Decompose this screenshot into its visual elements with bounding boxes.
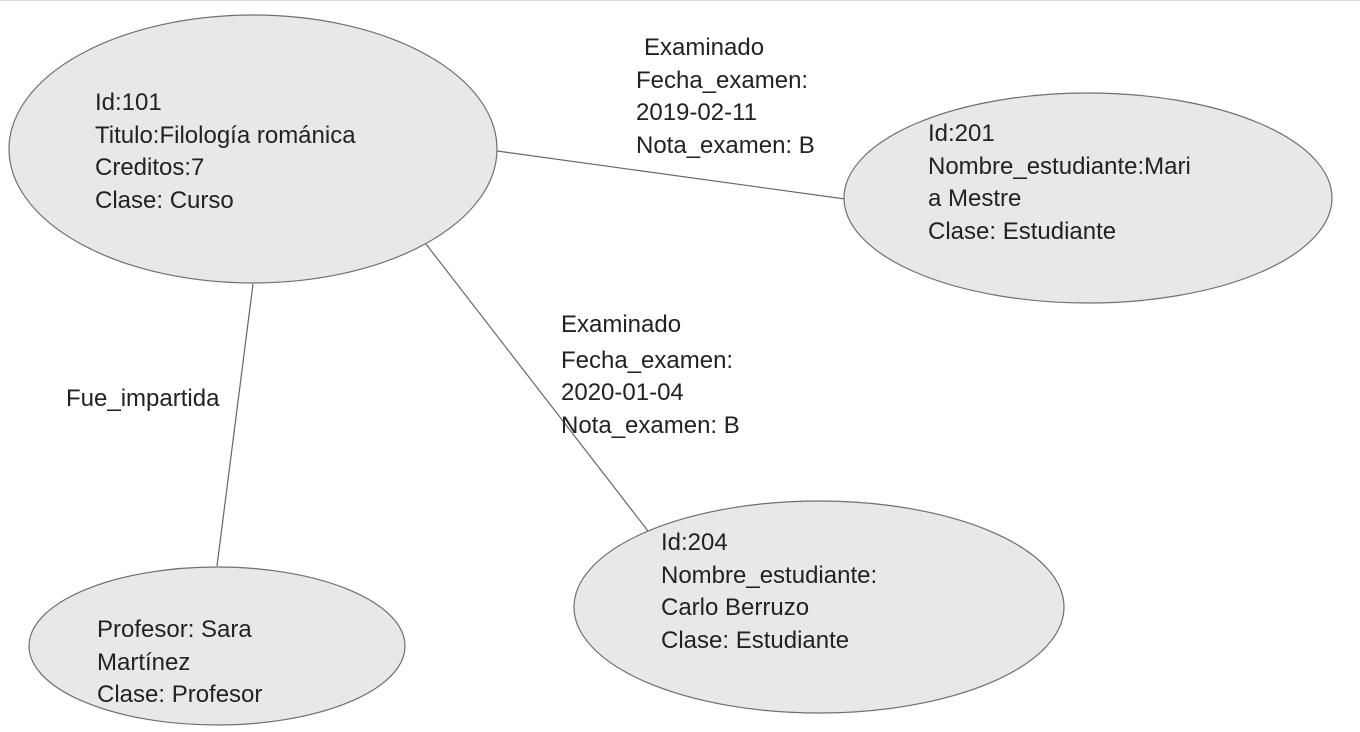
- node-carlo-name-value: Carlo Berruzo: [661, 594, 810, 621]
- node-carlo-class: Clase: Estudiante: [661, 626, 850, 654]
- node-course-title: Titulo:Filología románica: [95, 121, 356, 149]
- edge-maria-grade: Nota_examen: B: [636, 131, 815, 159]
- edge-line-course-maria: [496, 150, 846, 200]
- edge-maria-relation: Examinado: [644, 34, 765, 61]
- node-course-credits: Creditos:7: [95, 154, 205, 181]
- edge-line-course-sara: [216, 283, 254, 567]
- node-sara-name-line-1: Profesor: Sara: [97, 616, 252, 643]
- node-maria-class: Clase: Estudiante: [928, 217, 1117, 245]
- edge-course-maria-label: Examinado Fecha_examen: 2019-02-11 Nota_…: [636, 32, 815, 162]
- node-carlo-name-key: Nombre_estudiante:: [661, 561, 878, 589]
- node-sara-name-line-2: Martínez: [97, 648, 191, 676]
- node-course-id: Id:101: [95, 89, 162, 116]
- node-student-carlo-label: Id:204 Nombre_estudiante: Carlo Berruzo …: [661, 527, 877, 657]
- node-ellipse-student-carlo: [573, 500, 1065, 714]
- node-maria-name-line-1: Nombre_estudiante:Mari: [928, 152, 1191, 180]
- node-sara-class: Clase: Profesor: [97, 681, 263, 708]
- edge-sara-relation: Fue_impartida: [66, 385, 220, 412]
- edge-maria-date-key: Fecha_examen:: [636, 66, 809, 94]
- node-student-maria-label: Id:201 Nombre_estudiante:Mari a Mestre C…: [928, 118, 1191, 248]
- edge-carlo-date-value: 2020-01-04: [561, 379, 684, 406]
- edge-maria-date-value: 2019-02-11: [636, 99, 757, 126]
- node-maria-id: Id:201: [928, 120, 995, 147]
- node-course-label: Id:101 Titulo:Filología románica Credito…: [95, 87, 356, 217]
- node-carlo-id: Id:204: [661, 529, 728, 556]
- node-professor-sara-label: Profesor: Sara Martínez Clase: Profesor: [97, 614, 262, 712]
- node-ellipse-course: [8, 14, 498, 284]
- edge-carlo-relation: Examinado: [561, 311, 682, 338]
- edge-line-course-carlo: [425, 243, 649, 532]
- edge-carlo-grade: Nota_examen: B: [561, 411, 740, 439]
- edge-course-sara-label: Fue_impartida: [66, 383, 219, 416]
- edge-carlo-date-key: Fecha_examen:: [561, 346, 734, 374]
- node-course-class: Clase: Curso: [95, 186, 234, 214]
- edge-course-carlo-label: Examinado Fecha_examen: 2020-01-04 Nota_…: [561, 309, 740, 442]
- node-maria-name-line-2: a Mestre: [928, 185, 1022, 212]
- node-ellipse-professor-sara: [28, 566, 406, 726]
- node-ellipse-student-maria: [843, 92, 1333, 304]
